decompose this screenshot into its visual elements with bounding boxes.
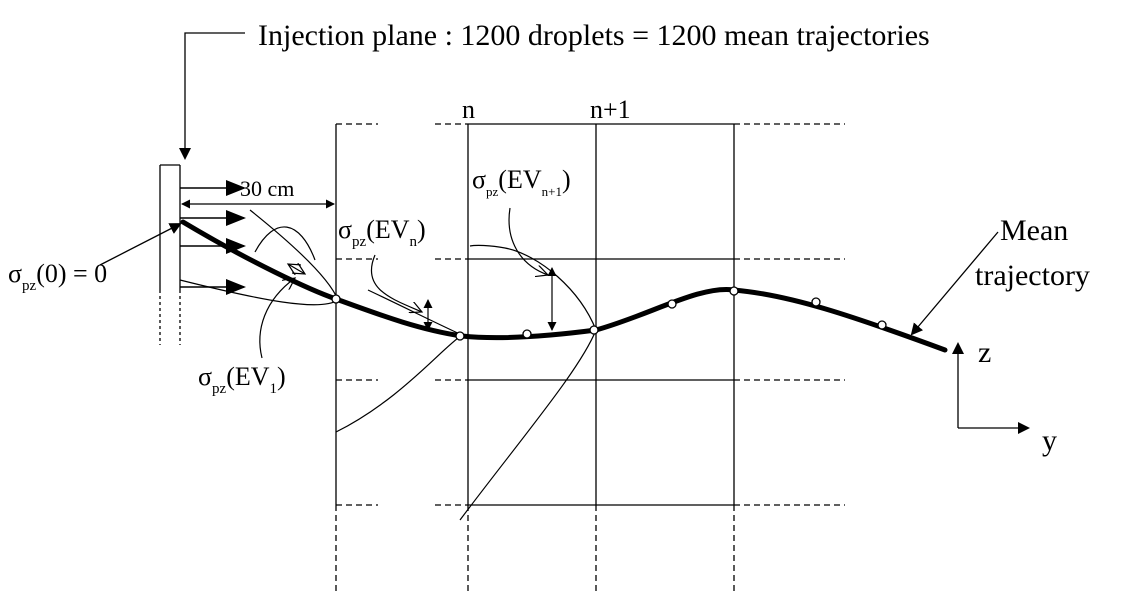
svg-text:σpz(EVn+1): σpz(EVn+1) <box>472 165 571 199</box>
distance-label: 30 cm <box>240 176 294 201</box>
sigma-evn1-label: σpz(EVn+1) <box>472 165 571 275</box>
injection-callout: Injection plane : 1200 droplets = 1200 m… <box>179 19 930 160</box>
sigma-ev1-label: σpz(EV1) <box>198 278 295 397</box>
svg-text:σpz(0) = 0: σpz(0) = 0 <box>8 259 107 294</box>
trajectory-point <box>455 331 465 341</box>
trajectory-points <box>331 286 887 341</box>
grid <box>335 123 845 592</box>
trajectory-point <box>877 320 887 330</box>
trajectory-point <box>331 294 341 304</box>
sigma-arrows <box>288 264 557 331</box>
injection-plane <box>159 164 246 345</box>
y-axis-label: y <box>1042 424 1057 457</box>
dispersion-curve-n <box>335 289 464 433</box>
dispersion-curve-ev1 <box>254 226 316 261</box>
plane-n-label: n <box>462 95 475 124</box>
distance-dimension: 30 cm <box>181 176 335 209</box>
mean-label-line1: Mean <box>1000 214 1068 247</box>
mean-trajectory-label: Mean trajectory <box>910 214 1090 336</box>
svg-text:σpz(EV1): σpz(EV1) <box>198 362 286 397</box>
mean-label-line2: trajectory <box>975 259 1090 292</box>
sigma-zero-label: σpz(0) = 0 <box>8 223 182 294</box>
injection-plane-label: Injection plane : 1200 droplets = 1200 m… <box>258 19 930 52</box>
mean-trajectory <box>180 219 948 353</box>
trajectory-point <box>811 297 821 307</box>
trajectory-point <box>729 286 739 296</box>
trajectory-point <box>667 299 677 309</box>
z-axis-label: z <box>978 336 991 369</box>
axes-indicator: z y <box>952 336 1057 457</box>
plane-n1-label: n+1 <box>590 95 631 124</box>
svg-text:σpz(EVn): σpz(EVn) <box>338 215 426 250</box>
dispersion-curve-n1 <box>459 244 597 521</box>
sigma-evn-label: σpz(EVn) <box>338 215 426 312</box>
trajectory-point <box>522 329 532 339</box>
trajectory-point <box>589 325 599 335</box>
